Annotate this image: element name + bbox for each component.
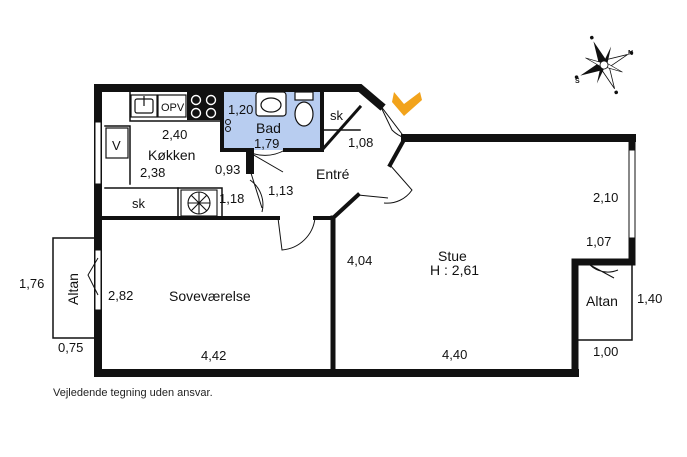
bedroom-width-label: 4,42	[201, 348, 226, 363]
entrance-arrow-icon	[392, 92, 422, 116]
entrance-dim-d-label: 0,93	[215, 162, 240, 177]
compass-n-label: N	[628, 50, 633, 57]
living-right-upper-label: 2,10	[593, 190, 618, 205]
door-bath	[244, 149, 286, 173]
door-living	[357, 164, 413, 204]
door-bedroom	[277, 217, 316, 251]
entrance-dim-c-label: 1,18	[219, 191, 244, 206]
bedroom-depth-label: 2,82	[108, 288, 133, 303]
fan-icon	[180, 189, 218, 217]
opv-box	[157, 94, 187, 118]
balcony-left-width-label: 0,75	[58, 340, 83, 355]
kitchen-opv-label: OPV	[161, 102, 185, 114]
door-balcony-right	[589, 264, 619, 279]
living-height-label: H : 2,61	[430, 262, 479, 278]
kitchen-depth-label: 2,38	[140, 165, 165, 180]
kitchen-name-label: Køkken	[148, 147, 195, 163]
balcony-left-name-label: Altan	[65, 273, 81, 305]
balcony-right-width-label: 1,00	[593, 344, 618, 359]
window-kitchen	[94, 121, 102, 185]
balcony-left-rail	[52, 237, 99, 339]
balcony-right-depth-label: 1,40	[637, 291, 662, 306]
living-name-label: Stue	[438, 248, 467, 264]
toilet-icon	[294, 91, 314, 127]
living-right-lower-label: 1,07	[586, 234, 611, 249]
kitchen-counter-top	[129, 87, 223, 122]
entrance-name-label: Entré	[316, 166, 350, 182]
bath-width-label: 1,20	[228, 102, 253, 117]
shower-drain-icon	[225, 119, 231, 132]
inner-wall-entry-closet	[319, 104, 363, 153]
inner-wall-diag	[330, 192, 361, 221]
compass-rose-icon	[574, 35, 634, 95]
bath-name-label: Bad	[256, 120, 281, 136]
inner-wall-living-diag	[387, 135, 408, 168]
door-balcony-left	[87, 257, 99, 296]
kitchen-width-label: 2,40	[162, 127, 187, 142]
window-bedroom	[94, 249, 102, 311]
kitchen-counter-left	[104, 125, 131, 185]
doors	[87, 104, 619, 296]
door-entry	[379, 104, 406, 139]
kitchen-counter-bottom	[104, 187, 223, 219]
living-depth-label: 4,04	[347, 253, 372, 268]
balcony-left-depth-label: 1,76	[19, 276, 44, 291]
outer-wall-top	[94, 84, 386, 111]
kitchen-sk-label: sk	[132, 196, 146, 211]
sink-icon	[130, 94, 158, 118]
walls	[52, 84, 636, 377]
outer-wall-right-notch	[571, 258, 636, 377]
v-box	[105, 127, 129, 159]
kitchen-v-label: V	[112, 138, 121, 153]
disclaimer-text: Vejledende tegning uden ansvar.	[53, 387, 213, 399]
stove-icon	[187, 92, 220, 120]
windows	[94, 121, 636, 311]
washbasin-icon	[255, 91, 287, 117]
compass-s-label: S	[575, 78, 580, 85]
entrance-dim-b-label: 1,08	[348, 135, 373, 150]
living-width-label: 4,40	[442, 347, 467, 362]
balcony-right-name-label: Altan	[586, 293, 618, 309]
bedroom-name-label: Soveværelse	[169, 288, 251, 304]
window-living	[628, 149, 636, 239]
door-kitchen	[249, 169, 264, 213]
bath-depth-label: 1,79	[254, 136, 279, 151]
balcony-right-rail	[578, 261, 633, 341]
entrance-dim-a-label: 1,13	[268, 183, 293, 198]
entrance-sk-label: sk	[330, 108, 344, 123]
